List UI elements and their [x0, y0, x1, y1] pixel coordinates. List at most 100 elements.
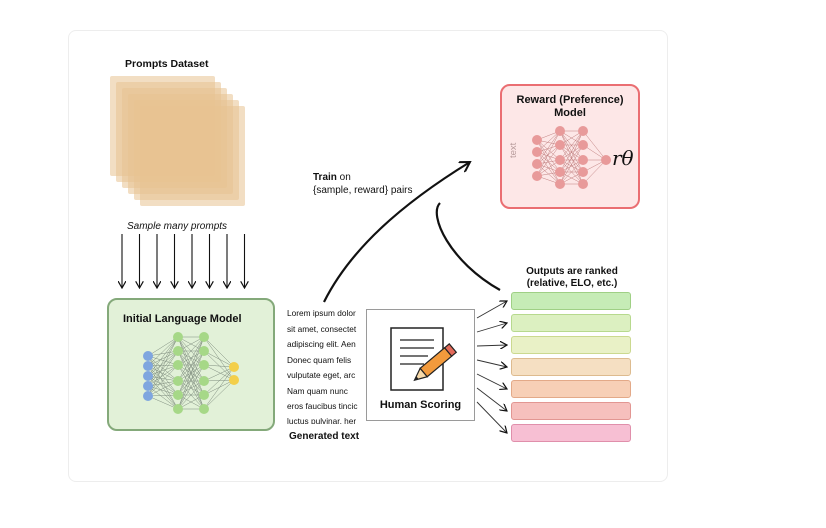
network-edge	[147, 385, 179, 410]
human-scoring-title: Human Scoring	[379, 399, 462, 411]
train-label-rest: on	[336, 172, 351, 183]
generated-text-line: adipiscing elit. Aen	[287, 339, 356, 349]
generated-text-line: Lorem ipsum dolor	[287, 308, 356, 318]
network-node	[199, 376, 209, 386]
generated-text-line: sit amet, consectet	[287, 324, 357, 334]
reward-model-title: Reward (Preference) Model	[516, 94, 624, 119]
generated-text-label: Generated text	[289, 431, 360, 442]
network-node	[199, 346, 209, 356]
network-node	[199, 404, 209, 414]
network-edge	[177, 336, 205, 396]
network-node	[532, 135, 542, 145]
network-node	[532, 159, 542, 169]
network-edge	[147, 394, 179, 397]
network-node	[532, 147, 542, 157]
network-edge	[147, 375, 179, 410]
network-edge	[147, 355, 179, 366]
network-edge	[147, 375, 179, 396]
train-label-bold: Train	[313, 172, 337, 183]
network-node	[555, 179, 565, 189]
network-node	[173, 404, 183, 414]
network-edge	[559, 159, 584, 185]
network-edge	[203, 379, 235, 410]
network-edge	[536, 130, 561, 165]
ranking-arrow	[476, 401, 507, 433]
network-edge	[147, 350, 179, 357]
ranking-arrow	[476, 373, 507, 389]
network-edge	[147, 380, 179, 387]
generated-text-line: eros faucibus tincic	[287, 401, 358, 411]
ranking-arrow	[476, 387, 507, 411]
ranking-arrow	[476, 323, 507, 333]
network-node	[229, 375, 239, 385]
network-edge	[147, 364, 179, 397]
network-edge	[147, 350, 179, 397]
network-edge	[582, 159, 607, 185]
reward-model-box	[500, 84, 640, 209]
network-edge	[147, 364, 179, 377]
network-node	[601, 155, 611, 165]
network-edge	[536, 144, 561, 177]
train-label-pairs: {sample, reward} pairs	[313, 185, 413, 196]
network-edge	[147, 336, 179, 387]
network-edge	[559, 144, 584, 185]
initial-model-network-icon	[143, 332, 239, 414]
network-edge	[203, 350, 235, 368]
network-edge	[536, 130, 561, 153]
network-node	[578, 140, 588, 150]
network-edge	[147, 364, 179, 387]
network-node	[143, 371, 153, 381]
network-node	[173, 390, 183, 400]
network-node	[578, 126, 588, 136]
network-edge	[559, 130, 584, 173]
network-node	[199, 390, 209, 400]
network-edge	[177, 380, 205, 410]
initial-language-model-title: Initial Language Model	[123, 313, 242, 325]
ranked-output-bar	[511, 380, 631, 398]
network-edge	[203, 364, 235, 381]
network-node	[578, 179, 588, 189]
network-node	[173, 346, 183, 356]
network-node	[578, 155, 588, 165]
reward-return-curve	[435, 202, 501, 291]
network-edge	[203, 364, 235, 368]
network-edge	[203, 350, 235, 381]
ranking-arrow	[476, 345, 507, 346]
network-edge	[536, 130, 561, 177]
train-arrow	[323, 162, 470, 303]
network-edge	[147, 375, 179, 382]
generated-text-line: Donec quam felis	[287, 355, 352, 365]
network-edge	[177, 336, 205, 366]
network-edge	[147, 380, 179, 397]
network-edge	[559, 130, 584, 161]
network-node	[555, 155, 565, 165]
network-edge	[147, 350, 179, 387]
network-node	[555, 140, 565, 150]
network-node	[173, 376, 183, 386]
network-edge	[147, 336, 179, 377]
prompts-dataset-title: Prompts Dataset	[125, 58, 209, 70]
network-edge	[147, 336, 179, 357]
network-node	[555, 167, 565, 177]
sample-prompts-label: Sample many prompts	[127, 221, 228, 232]
ranked-output-bar	[511, 424, 631, 442]
reward-symbol: rθ	[612, 146, 634, 170]
ranked-output-bar	[511, 358, 631, 376]
network-node	[143, 351, 153, 361]
network-edge	[582, 130, 607, 161]
network-node	[173, 332, 183, 342]
network-edge	[147, 336, 179, 367]
generated-text-line: Nam quam nunc	[287, 386, 348, 396]
network-node	[199, 360, 209, 370]
network-edge	[147, 355, 179, 410]
network-edge	[147, 350, 179, 377]
network-edge	[203, 336, 235, 381]
network-node	[229, 362, 239, 372]
ranking-arrows	[476, 301, 507, 433]
network-edge	[559, 144, 584, 173]
network-edge	[203, 366, 235, 410]
ranking-arrow	[476, 301, 507, 319]
network-edge	[536, 139, 561, 161]
generated-text-line: vulputate eget, arc	[287, 370, 356, 380]
